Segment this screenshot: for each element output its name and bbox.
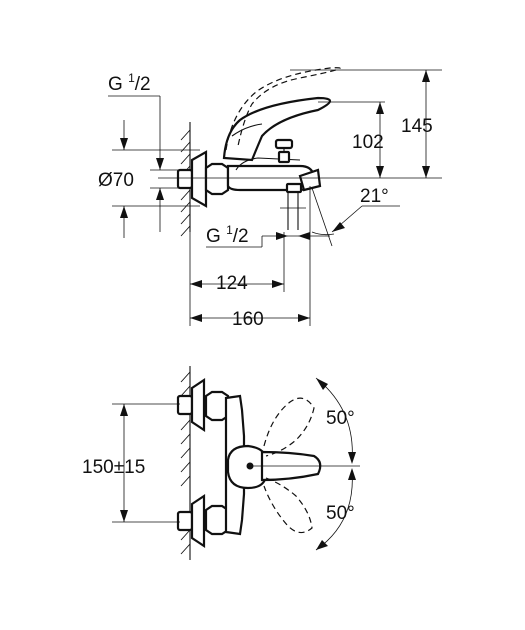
width-124-label: 124 [216,273,248,294]
nut-top [204,162,230,196]
angle-bottom-label: 50° [326,503,355,524]
diameter-label: Ø70 [98,170,134,191]
diverter-knob [274,138,294,164]
lever-rotated-up [263,397,315,457]
upper-escutcheon [190,377,206,433]
thread-label-top: G 1/2 [108,71,151,95]
height-145-label: 145 [401,116,433,137]
lower-escutcheon [190,493,206,549]
escutcheon-top [190,150,208,208]
spout-tip [298,168,322,192]
lower-nut [204,504,230,536]
side-view: G 1/2 Ø70 102 145 21° G 1/2 124 160 [98,67,442,330]
thread-label-bottom: G 1/2 [206,223,249,247]
front-view: 150±15 50° 50° [82,366,360,560]
width-160-label: 160 [232,309,264,330]
spacing-label: 150±15 [82,457,145,478]
upper-connector [176,394,194,416]
wall-connector [176,168,194,190]
lever-raised-outline [225,67,341,151]
angle-21-label: 21° [360,186,389,207]
lever-rotated-down [263,477,313,534]
upper-nut [204,390,230,422]
angle-top-label: 50° [326,408,355,429]
height-102-label: 102 [352,132,384,153]
lever-handle-side [222,96,332,162]
shower-outlet [280,182,306,230]
lower-connector [176,510,194,532]
